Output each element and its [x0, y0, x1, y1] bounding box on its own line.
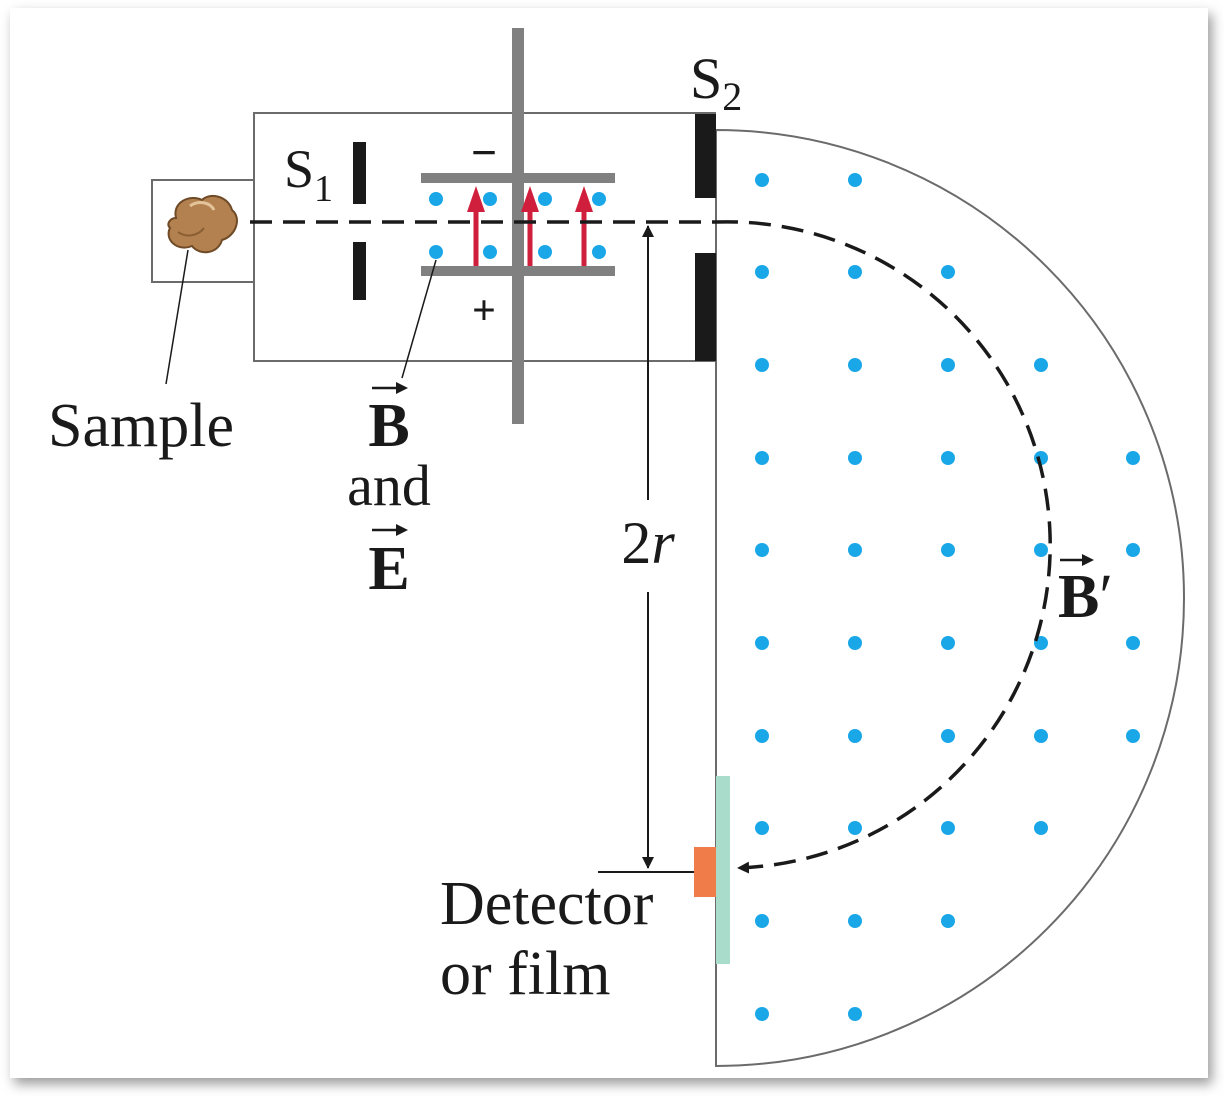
ion-path-arc	[715, 220, 1052, 874]
field-dot	[1034, 543, 1048, 557]
field-dot	[755, 358, 769, 372]
field-dot	[1034, 729, 1048, 743]
sample-leader	[165, 249, 189, 385]
field-dot	[941, 451, 955, 465]
field-dot	[755, 636, 769, 650]
field-dot	[1126, 636, 1140, 650]
svg-text:B′: B′	[1058, 563, 1113, 631]
detector-label-line1: Detector	[440, 870, 654, 938]
and-label: and	[347, 453, 431, 518]
field-dot	[483, 192, 497, 206]
e-field-arrow	[575, 186, 593, 266]
svg-text:E: E	[368, 535, 409, 603]
slit-s2-upper	[695, 114, 716, 198]
field-dot	[1126, 729, 1140, 743]
magnetic-chamber	[715, 128, 1185, 1068]
field-dot	[848, 173, 862, 187]
slit-s1-lower	[353, 242, 366, 300]
e-field-arrow	[521, 186, 539, 266]
detector-label-line2: or film	[440, 940, 610, 1008]
field-dot	[1034, 821, 1048, 835]
field-dot	[538, 245, 552, 259]
e-field-arrows	[467, 186, 593, 266]
s2-label: S2	[690, 46, 742, 119]
minus-sign: −	[471, 127, 497, 178]
field-dot	[755, 265, 769, 279]
s1-label: S1	[284, 139, 333, 210]
b-prime-label: B′	[1058, 554, 1113, 631]
field-dot	[848, 636, 862, 650]
field-dot	[755, 914, 769, 928]
field-dot	[1126, 543, 1140, 557]
slit-s2-lower	[695, 253, 716, 361]
sample-label: Sample	[48, 392, 234, 460]
film-strip	[716, 776, 730, 964]
detector	[694, 847, 716, 897]
field-dot	[429, 245, 443, 259]
plus-sign: +	[472, 288, 496, 334]
field-dot	[592, 245, 606, 259]
field-dot	[1126, 451, 1140, 465]
field-dot	[755, 451, 769, 465]
field-dot	[941, 914, 955, 928]
field-dot	[755, 729, 769, 743]
field-dot	[1034, 358, 1048, 372]
field-dot	[848, 451, 862, 465]
field-dot	[755, 1007, 769, 1021]
field-dot	[592, 192, 606, 206]
field-dot	[941, 636, 955, 650]
field-dot	[848, 1007, 862, 1021]
field-dot	[429, 192, 443, 206]
field-dot	[848, 821, 862, 835]
field-dot	[941, 821, 955, 835]
svg-text:B: B	[368, 392, 409, 460]
diameter-label: 2r	[621, 510, 675, 576]
field-leader	[401, 259, 437, 379]
field-dot	[848, 543, 862, 557]
field-dot	[538, 192, 552, 206]
b-field-label: B	[368, 382, 410, 460]
selector-housing	[253, 112, 716, 362]
field-dot	[941, 265, 955, 279]
field-dot	[941, 358, 955, 372]
field-dot	[848, 914, 862, 928]
e-field-label: E	[368, 524, 410, 603]
field-dot	[755, 173, 769, 187]
field-dot	[941, 729, 955, 743]
selector-b-field-dots	[429, 192, 606, 259]
field-dot	[848, 358, 862, 372]
sample-blob	[167, 194, 238, 254]
field-dot	[941, 543, 955, 557]
b-prime-field-dots	[755, 173, 1140, 1021]
field-dot	[848, 729, 862, 743]
slit-s1-upper	[353, 142, 366, 204]
field-dot	[848, 265, 862, 279]
field-dot	[483, 245, 497, 259]
field-dot	[755, 821, 769, 835]
field-dot	[755, 543, 769, 557]
e-field-arrow	[467, 186, 485, 266]
